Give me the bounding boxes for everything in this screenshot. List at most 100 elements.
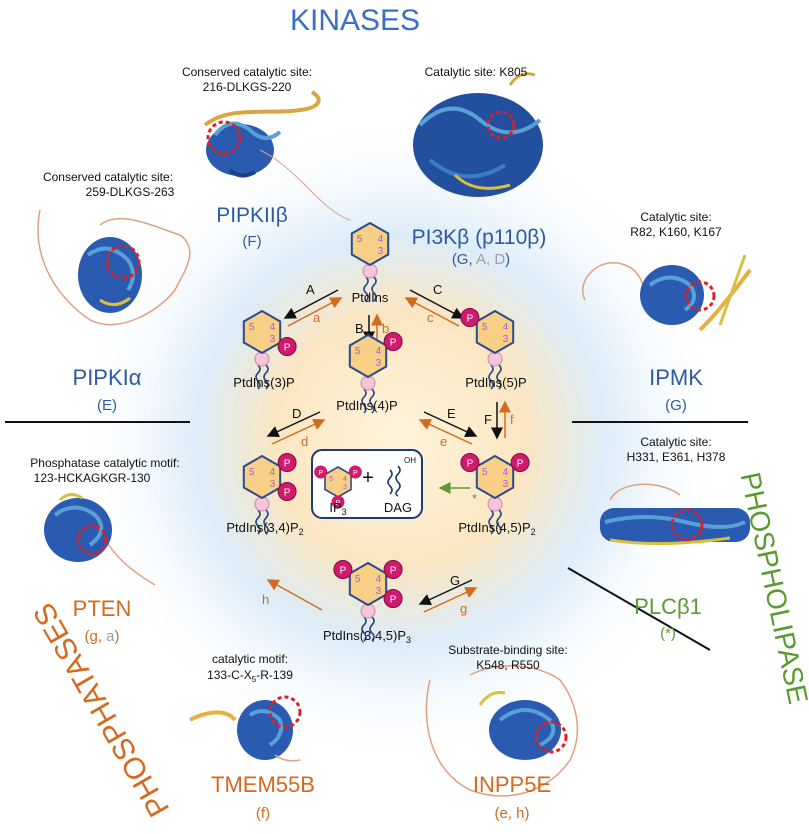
ipmk-name: IPMK — [649, 365, 703, 390]
arrow-label-b: b — [382, 321, 389, 336]
kinases-header: KINASES — [290, 4, 420, 37]
ip3-position-4: 4 — [343, 476, 347, 483]
pi3k-route-reverse: A, D — [476, 251, 505, 268]
ip3-phosphate-label: P — [353, 470, 358, 477]
phosphate-group — [383, 589, 403, 608]
plc-name: PLCβ1 — [634, 594, 702, 619]
arrow-label-G: G — [450, 573, 460, 588]
pten-motif: 123-HCKAGKGR-130 — [34, 471, 151, 485]
plc-site-marker — [670, 508, 704, 542]
ring-position-3: 3 — [376, 586, 382, 597]
ring-position-3: 3 — [503, 479, 509, 490]
inpp-site-marker — [534, 720, 568, 754]
arrow-label-a: a — [313, 310, 321, 325]
pi3k-route-close: ) — [505, 251, 510, 268]
ring-position-5: 5 — [249, 322, 255, 333]
inpp-route: (e, h) — [494, 805, 529, 822]
phosphate-group — [383, 332, 403, 351]
phosphate-label: P — [517, 459, 524, 470]
phosphate-group — [333, 560, 353, 579]
divider-diagonal — [567, 567, 711, 651]
tmem-route: (f) — [256, 805, 270, 822]
ring-position-5: 5 — [249, 467, 255, 478]
pipkii-name: PIPKIIβ — [216, 204, 288, 227]
ring-position-3: 3 — [270, 334, 276, 345]
background-glow — [70, 110, 730, 770]
pi3k-structure — [413, 72, 543, 197]
phospholipase-header: PHOSPHOLIPASE — [735, 469, 809, 706]
pipki-route: (E) — [97, 397, 117, 414]
ipmk-site-marker — [684, 280, 716, 312]
lipid-tail — [361, 388, 375, 414]
dag-tails — [387, 465, 401, 497]
phosphate-group — [383, 560, 403, 579]
ring-position-4: 4 — [270, 467, 276, 478]
arrow-label-star: * — [472, 491, 477, 506]
phosphate-label: P — [390, 595, 397, 606]
ring-position-4: 4 — [376, 574, 382, 585]
arrow-label-F: F — [484, 412, 492, 427]
pipkii-site-label: Conserved catalytic site: — [182, 65, 312, 79]
ring-position-4: 4 — [270, 322, 276, 333]
ring-position-4: 4 — [503, 467, 509, 478]
ring-position-3: 3 — [503, 334, 509, 345]
lipid-ptdins4p: PtdIns(4)P — [336, 398, 397, 413]
lipid-ptdins34p2: PtdIns(3,4)P2 — [226, 520, 303, 537]
lipid-ptdins5p: PtdIns(5)P — [465, 375, 526, 390]
ip3-label: IP3 — [329, 500, 346, 517]
tmem-site-marker — [268, 695, 302, 729]
phosphate-label: P — [467, 314, 474, 325]
arrow-label-B: B — [355, 321, 364, 336]
arrow-label-g: g — [460, 601, 467, 616]
arrow-label-e: e — [440, 434, 447, 449]
lipid-ptdins45p2: PtdIns(4,5)P2 — [458, 520, 535, 537]
lipid-ptdins3p: PtdIns(3)P — [233, 375, 294, 390]
pten-structure — [44, 493, 156, 586]
lipid-tail — [361, 616, 375, 642]
phosphate-group — [510, 453, 530, 472]
dag-label: DAG — [384, 500, 412, 515]
ring-position-5: 5 — [482, 467, 488, 478]
inpp-name: INPP5E — [473, 772, 551, 797]
oh-label: OH — [404, 456, 416, 465]
phosphate-label: P — [467, 459, 474, 470]
inositol-ring — [350, 221, 390, 267]
inositol-ring — [242, 309, 282, 355]
ipmk-motif: R82, K160, K167 — [630, 225, 722, 239]
phosphate-label: P — [284, 488, 291, 499]
pipkii-site-marker — [206, 120, 242, 156]
phosphate-group — [460, 453, 480, 472]
pipkii-motif: 216-DLKGS-220 — [203, 80, 292, 94]
tmem-site-label: catalytic motif: — [212, 652, 288, 666]
ring-position-5: 5 — [482, 322, 488, 333]
inpp-site-label: Substrate-binding site: — [448, 643, 567, 657]
plc-site-label: Catalytic site: — [640, 435, 711, 449]
pi3k-route: (G, A, D) — [452, 251, 510, 268]
lipid-tail — [255, 509, 269, 535]
ip3-phosphate — [348, 465, 362, 479]
pi3k-name: PI3Kβ (p110β) — [412, 226, 547, 249]
pipki-structure — [37, 209, 191, 326]
lipid-ptdins: PtdIns — [352, 290, 389, 305]
lipid-ptdins345p3: PtdIns(3,4,5)P3 — [323, 628, 411, 645]
pipkii-structure — [203, 90, 351, 221]
pten-name: PTEN — [73, 596, 132, 621]
ip3-phosphate — [331, 495, 345, 509]
arrow-label-A: A — [306, 282, 315, 297]
pten-route-reverse: a — [106, 628, 115, 645]
pi3k-route-main: (G, — [452, 251, 476, 268]
phosphate-label: P — [390, 338, 397, 349]
ipmk-structure — [582, 254, 752, 332]
reaction-arrows — [266, 289, 511, 613]
ipmk-route: (G) — [665, 397, 687, 414]
plc-structure — [600, 483, 750, 546]
